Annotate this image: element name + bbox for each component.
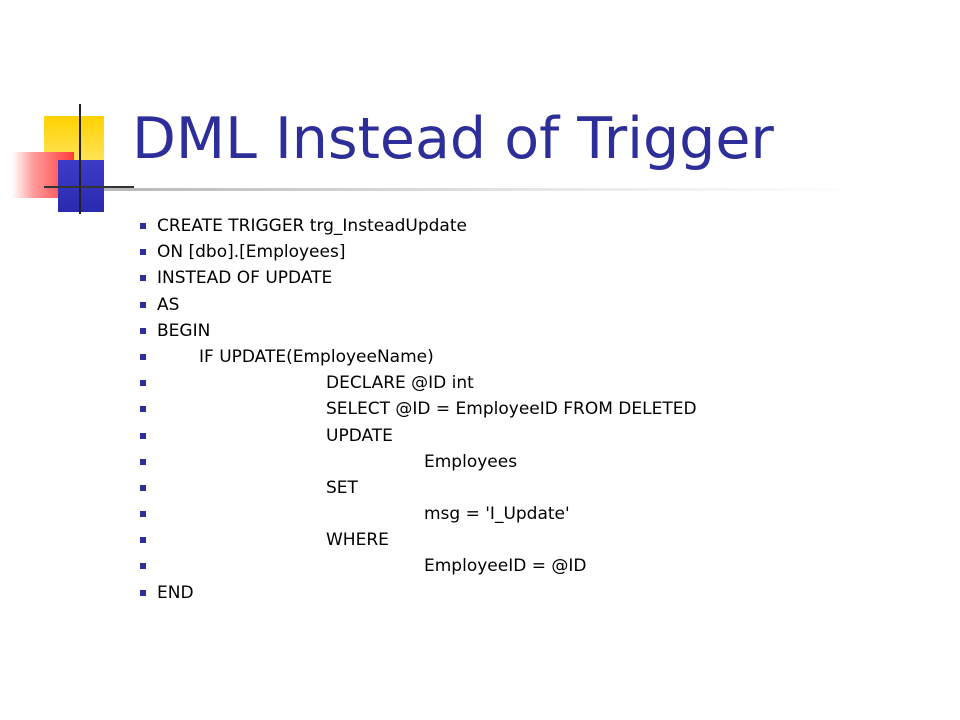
bullet-text: DECLARE @ID int [326,373,474,394]
bullet-text: END [157,582,194,603]
bullet-text: SELECT @ID = EmployeeID FROM DELETED [326,399,697,420]
slide-title: DML Instead of Trigger [132,106,774,172]
square-bullet-icon [140,353,146,360]
logo-vertical-line [79,104,81,214]
bullet-text: BEGIN [157,320,211,341]
bullet-text: INSTEAD OF UPDATE [157,268,333,289]
logo-horizontal-line [44,186,134,188]
bullet-text: WHERE [326,530,389,551]
square-bullet-icon [140,223,146,229]
bullet-text: UPDATE [326,425,393,446]
square-bullet-icon [140,537,146,544]
square-bullet-icon [140,511,146,518]
bullet-text: ON [dbo].[Employees] [157,242,346,263]
square-bullet-icon [140,484,146,491]
square-bullet-icon [140,249,146,256]
square-bullet-icon [140,301,146,308]
bullet-text: EmployeeID = @ID [424,556,587,577]
bullet-text: msg = 'I_Update' [424,504,570,525]
bullet-text: CREATE TRIGGER trg_InsteadUpdate [157,216,467,236]
bullet-text: AS [157,294,180,315]
title-underline [104,188,864,191]
square-bullet-icon [140,275,146,282]
square-bullet-icon [140,432,146,439]
square-bullet-icon [140,589,146,596]
square-bullet-icon [140,406,146,413]
bullet-text: SET [326,477,358,498]
bullet-text: IF UPDATE(EmployeeName) [199,346,434,367]
square-bullet-icon [140,380,146,387]
square-bullet-icon [140,563,146,570]
bullet-text: Employees [424,451,518,472]
square-bullet-icon [140,458,146,465]
square-bullet-icon [140,327,146,334]
